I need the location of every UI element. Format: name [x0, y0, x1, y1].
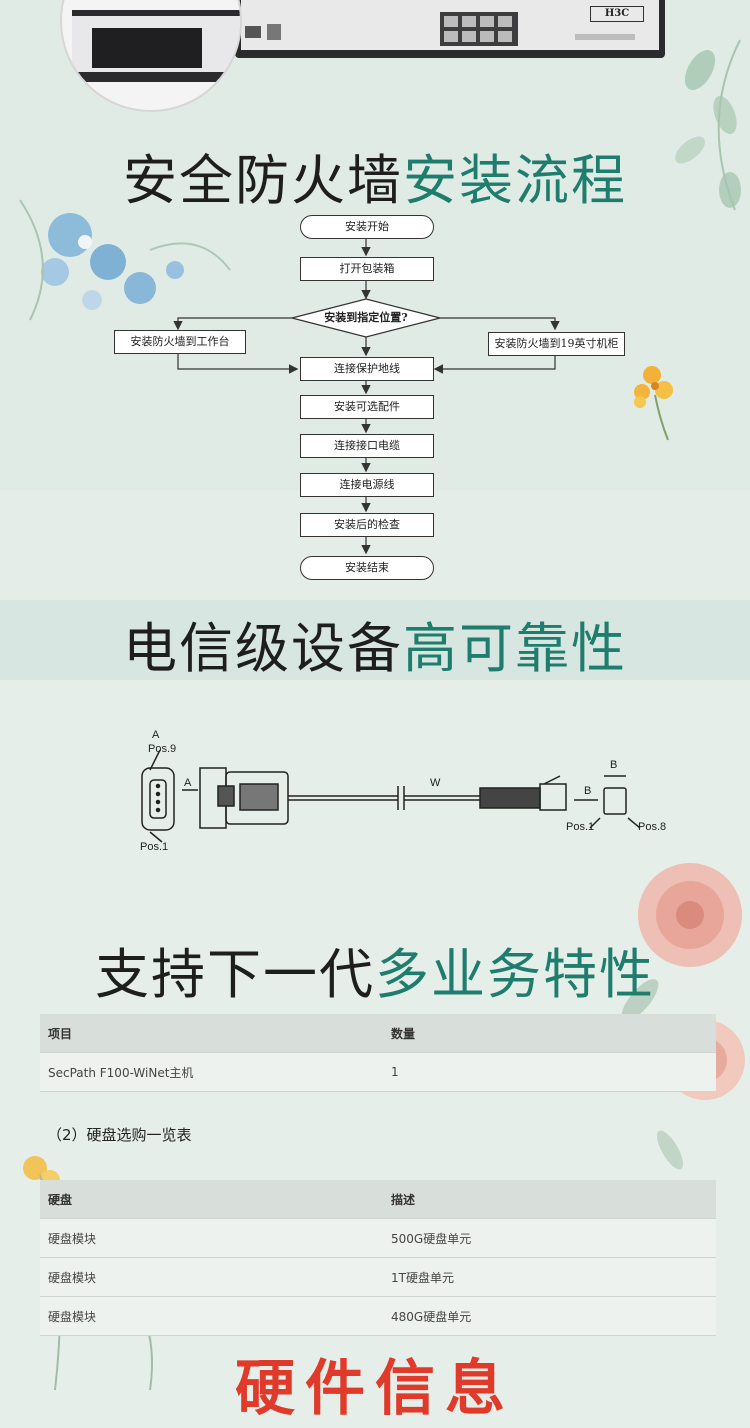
flow-step-accessories: 安装可选配件 [300, 395, 434, 419]
table-cell: 1T硬盘单元 [383, 1257, 716, 1297]
flow-step-cables: 连接接口电缆 [300, 434, 434, 458]
connector-b-label: B [610, 759, 617, 771]
ethernet-ports-icon [440, 12, 518, 46]
table-row: 硬盘模块 1T硬盘单元 [40, 1257, 716, 1297]
table-row: SecPath F100-WiNet主机 1 [40, 1052, 716, 1092]
db9-connector-icon [141, 767, 175, 831]
flowchart-lower-bg [0, 490, 750, 600]
features-title: 支持下一代多业务特性 [0, 930, 750, 1009]
arrow-b-label: B [584, 785, 591, 797]
console-cable-diagram: A Pos.9 Pos.1 A W B B Pos.1 Pos.8 [140, 729, 666, 853]
table-header-cell: 数量 [383, 1014, 716, 1053]
firewall-device: H3C [235, 0, 665, 58]
table-cell: 硬盘模块 [40, 1296, 383, 1336]
flow-step-power: 连接电源线 [300, 473, 434, 497]
pos9-label: Pos.9 [148, 743, 176, 755]
brand-logo: H3C [590, 6, 644, 22]
hardware-info-title: 硬件信息 [235, 1354, 515, 1424]
usb-port-icon [245, 26, 261, 38]
hdd-options-table: 硬盘 描述 硬盘模块 500G硬盘单元 硬盘模块 1T硬盘单元 硬盘模块 480… [40, 1180, 716, 1336]
title-plain-text: 安全防火墙 [123, 149, 403, 212]
table-header-cell: 描述 [383, 1180, 716, 1219]
table-cell: 480G硬盘单元 [383, 1296, 716, 1336]
table-cell: 1 [383, 1052, 716, 1092]
flow-step-check: 安装后的检查 [300, 513, 434, 537]
reliability-title: 电信级设备高可靠性 [0, 604, 750, 683]
table-header-cell: 项目 [40, 1014, 383, 1053]
install-process-title: 安全防火墙安装流程 [0, 136, 750, 215]
table-header-row: 项目 数量 [40, 1014, 716, 1053]
blue-flowers-illustration [19, 199, 231, 321]
flow-right-branch: 安装防火墙到19英寸机柜 [488, 332, 625, 356]
flow-start-node: 安装开始 [300, 215, 434, 239]
table-row: 硬盘模块 480G硬盘单元 [40, 1296, 716, 1336]
status-leds [575, 34, 635, 40]
title-highlight-text: 多业务特性 [375, 943, 655, 1006]
usb-port-icon [267, 24, 281, 40]
title-highlight-text: 安装流程 [403, 149, 627, 212]
table-header-row: 硬盘 描述 [40, 1180, 716, 1219]
console-port-closeup [92, 28, 202, 68]
title-plain-text: 支持下一代 [95, 943, 375, 1006]
yellow-flower-illustration [634, 366, 673, 441]
flow-end-node: 安装结束 [300, 556, 434, 580]
title-plain-text: 电信级设备 [123, 617, 403, 680]
flowchart-connectors [173, 238, 560, 555]
flow-left-branch: 安装防火墙到工作台 [114, 330, 246, 354]
title-highlight-text: 高可靠性 [403, 617, 627, 680]
table-cell: SecPath F100-WiNet主机 [40, 1052, 383, 1092]
table-cell: 硬盘模块 [40, 1257, 383, 1297]
table-cell: 硬盘模块 [40, 1218, 383, 1258]
pos1-a-label: Pos.1 [140, 841, 168, 853]
arrow-a-label: A [184, 777, 192, 789]
hdd-table-caption: （2）硬盘选购一览表 [47, 1126, 192, 1144]
flow-open-box-step: 打开包装箱 [300, 257, 434, 281]
flow-step-ground: 连接保护地线 [300, 357, 434, 381]
pos8-b-label: Pos.8 [638, 821, 666, 833]
table-row: 硬盘模块 500G硬盘单元 [40, 1218, 716, 1258]
pos1-b-label: Pos.1 [566, 821, 594, 833]
package-contents-table: 项目 数量 SecPath F100-WiNet主机 1 [40, 1014, 716, 1092]
flow-decision-node: 安装到指定位置? [324, 311, 408, 324]
rj45-plug-icon [479, 787, 541, 809]
reliability-banner-bg [0, 600, 750, 680]
green-leaves-illustration [675, 39, 741, 211]
connector-a-label: A [152, 729, 160, 741]
table-cell: 500G硬盘单元 [383, 1218, 716, 1258]
rj45-front-icon [603, 787, 627, 815]
wire-w-label: W [430, 777, 441, 789]
table-header-cell: 硬盘 [40, 1180, 383, 1219]
